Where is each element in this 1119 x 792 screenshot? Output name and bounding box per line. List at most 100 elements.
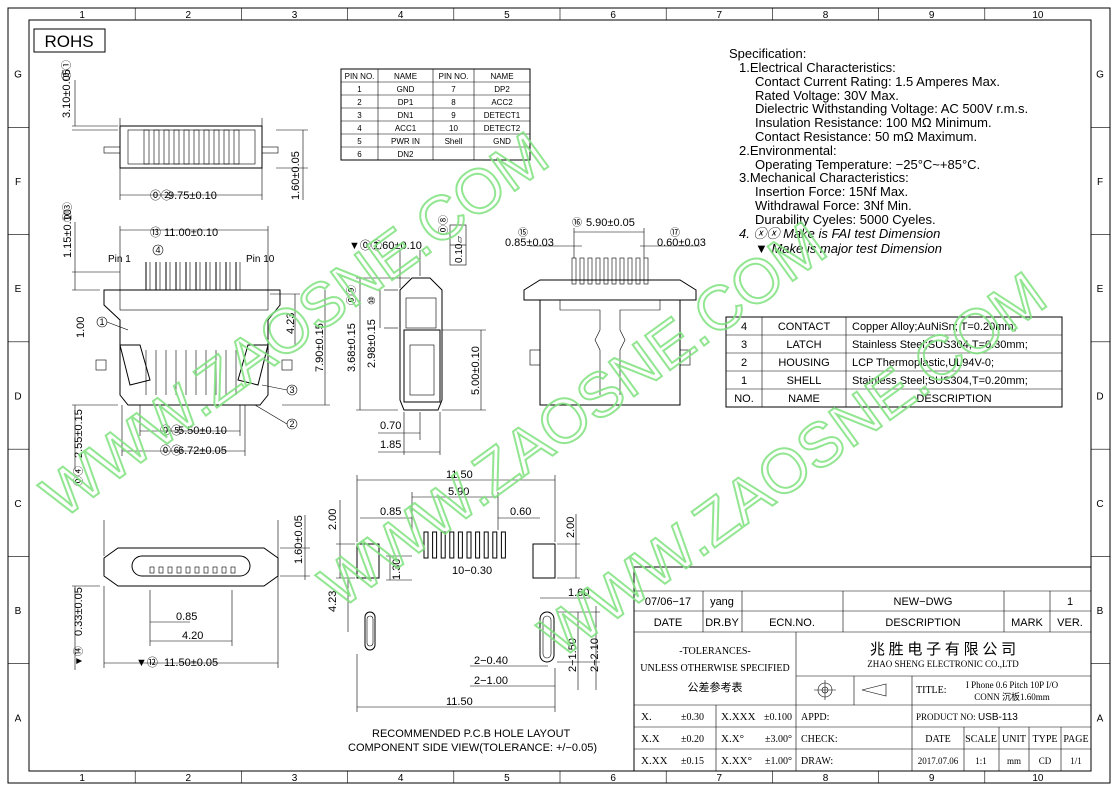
- pin-table-header: NAME: [490, 72, 513, 81]
- pcb-1150: 11.50: [446, 469, 473, 481]
- dim-09-tag: ⓪⑨: [346, 285, 358, 305]
- footer-value: 1/1: [1070, 756, 1082, 766]
- frame-column-number: 9: [929, 10, 935, 21]
- footer-value: 2017.07.06: [918, 756, 959, 766]
- frame-row-letter: E: [15, 284, 22, 295]
- frame-column-number: 7: [717, 773, 723, 784]
- contact-pin: [587, 257, 593, 285]
- frame-row-letter: C: [14, 499, 21, 510]
- pcb-layout: 11.50 5.90 0.85 0.60 2.00 2.00 1.30 10−0…: [327, 469, 601, 754]
- front-view: ⑬ 11.00±0.10 1.15±0.10 ⓪③ Pin 1 Pin 10 4…: [62, 202, 330, 486]
- pcb-060: 0.60: [510, 506, 531, 518]
- pcb-pad: [466, 531, 472, 559]
- frame-row-letter: G: [1096, 70, 1104, 81]
- tolerance-cell: X.XXX: [721, 711, 756, 723]
- frame-row-letter: D: [1096, 392, 1103, 403]
- f-420: 4.20: [182, 630, 203, 642]
- tolerance-subtitle: UNLESS OTHERWISE SPECIFIED: [640, 663, 789, 674]
- spec-line: 3.Mechanical Characteristics:: [739, 170, 909, 185]
- contact-pin: [213, 129, 220, 165]
- contact-pin: [619, 257, 625, 285]
- frame-column-number: 3: [292, 10, 298, 21]
- bom-no: 2: [741, 357, 747, 369]
- pin-table-cell: ACC1: [395, 124, 417, 133]
- pcb-200b: 2.00: [565, 517, 577, 538]
- rohs-badge: ROHS: [33, 28, 106, 53]
- pcb-2210: 2−2.10: [589, 638, 601, 672]
- pcb-note-2: COMPONENT SIDE VIEW(TOLERANCE: +/−0.05): [348, 742, 597, 754]
- spec-title: Specification:: [729, 46, 806, 61]
- tolerance-cell: ±0.100: [764, 712, 792, 723]
- dim-01-tag: ⓪①: [61, 60, 73, 80]
- bom-no: 1: [741, 375, 747, 387]
- pcb-200a: 2.00: [327, 509, 339, 530]
- pcb-2100: 2−1.00: [474, 675, 508, 687]
- frame-column-number: 5: [504, 773, 510, 784]
- contact-pin: [603, 257, 609, 285]
- pcb-2150: 2−1.50: [567, 638, 579, 672]
- bom-name: SHELL: [787, 375, 822, 387]
- contact-pin: [233, 129, 240, 165]
- contact-pin: [158, 566, 164, 574]
- contact-pin: [212, 566, 218, 574]
- pin-table-cell: 1: [357, 85, 362, 94]
- contact-pin: [643, 257, 649, 285]
- dim-04-tag: ⓪④: [73, 466, 85, 486]
- contact-pin: [595, 257, 601, 285]
- side-view: 3.68±0.15 ⓪⑨ 2.98±0.15 ⑩ ▼⓪⑦ 1.60±0.10 ▱…: [346, 215, 486, 455]
- contact-pin: [203, 566, 209, 574]
- bom-description: LCP Thermoplastic,UL94V-0;: [852, 357, 994, 369]
- dim-10-tag: ⑩: [367, 296, 378, 305]
- tolerance-cell: ±0.20: [681, 734, 704, 745]
- bom-description: Stainless Steel;SUS304,T=0.20mm;: [852, 375, 1028, 387]
- pin-table-cell: 4: [357, 124, 362, 133]
- frame-column-number: 10: [1032, 773, 1044, 784]
- frame-column-number: 3: [292, 773, 298, 784]
- pcb-pad: [483, 531, 489, 559]
- frame-row-letter: D: [14, 392, 21, 403]
- callout-2: 2: [289, 419, 294, 429]
- pin-table-cell: PWR IN: [391, 137, 420, 146]
- dim-16: 5.90±0.05: [586, 217, 635, 229]
- rev-header: ECN.NO.: [769, 617, 815, 629]
- dim-01: 3.10±0.05: [61, 69, 73, 118]
- frame-column-number: 4: [398, 773, 404, 784]
- dim-100: 1.00: [75, 317, 87, 338]
- spec-line: 2.Environmental:: [739, 143, 837, 158]
- pcb-1150b: 11.50: [446, 696, 473, 708]
- dim-13: 11.00±0.10: [164, 227, 218, 239]
- bom-header: DESCRIPTION: [916, 393, 991, 405]
- tolerance-title: -TOLERANCES-: [679, 646, 750, 657]
- tolerance-cell: ±0.30: [681, 712, 704, 723]
- frame-row-letter: A: [15, 713, 22, 724]
- frame-row-letter: F: [15, 177, 21, 188]
- bom-name: CONTACT: [778, 321, 831, 333]
- dim-09: 3.68±0.15: [346, 323, 358, 372]
- dim-15: 0.85±0.03: [505, 237, 554, 249]
- tolerance-cell: X.: [641, 711, 652, 723]
- frame-column-number: 5: [504, 10, 510, 21]
- rev-by: yang: [710, 596, 734, 608]
- pin-table-cell: 5: [357, 137, 362, 146]
- contact-pin: [163, 129, 170, 165]
- pin-table-header: NAME: [394, 72, 417, 81]
- pin-table-cell: 10: [449, 124, 458, 133]
- dim-160: 1.60±0.05: [290, 151, 302, 200]
- frame-row-letter: B: [1097, 606, 1104, 617]
- contact-pin: [153, 129, 160, 165]
- rev-header: DATE: [654, 617, 683, 629]
- pcb-pad: [457, 531, 463, 559]
- frame-column-number: 4: [398, 10, 404, 21]
- title-label: TITLE:: [916, 685, 947, 696]
- pin-table-cell: DN2: [397, 150, 414, 159]
- frame-row-letter: B: [15, 606, 22, 617]
- bom-header: NAME: [788, 393, 820, 405]
- tolerance-cell: X.XX°: [721, 755, 752, 767]
- footer-header: DATE: [925, 734, 951, 745]
- bom-name: LATCH: [786, 339, 821, 351]
- tolerance-cell: ±3.00°: [765, 734, 792, 745]
- contact-pin: [149, 566, 155, 574]
- dim-03: 1.15±0.10: [62, 209, 74, 258]
- flatness-symbol: ▱: [454, 236, 464, 243]
